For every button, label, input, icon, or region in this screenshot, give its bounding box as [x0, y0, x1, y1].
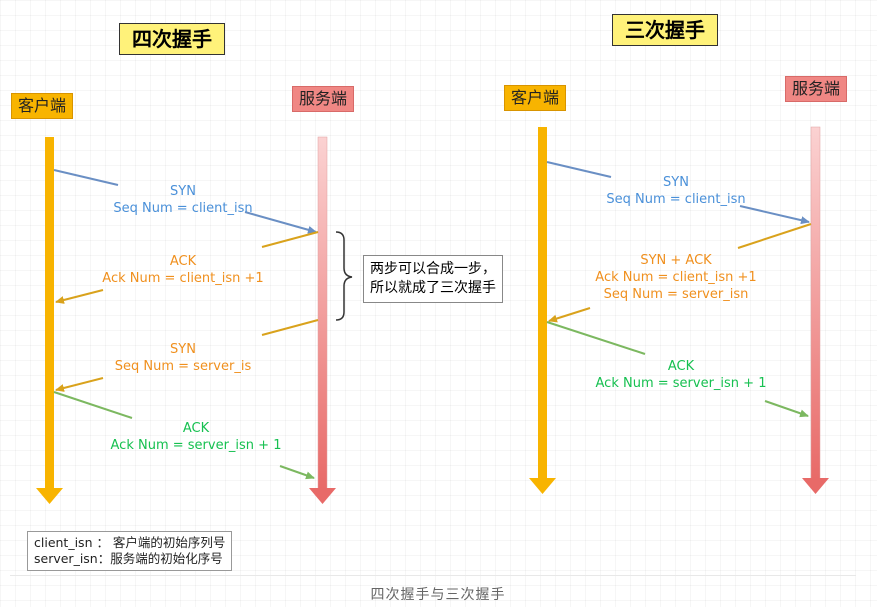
left-ack1-arrow-start: [261, 231, 319, 248]
legend-client-isn: client_isn ： 客户端的初始序列号: [34, 535, 226, 550]
left-syn-seq: Seq Num = client_isn: [113, 201, 253, 216]
right-ack-type: ACK: [667, 359, 695, 374]
left-syn-type: SYN: [170, 184, 196, 199]
right-ack-message: ACK Ack Num = server_isn + 1: [586, 358, 776, 392]
right-client-label: 客户端: [504, 85, 567, 111]
left-ack1-num: Ack Num = client_isn +1: [102, 271, 264, 286]
left-syn-arrow-end: [244, 211, 317, 234]
left-syn2-arrow-end: [55, 377, 104, 392]
left-syn-arrow-start: [53, 169, 119, 186]
caption-divider: [10, 575, 856, 576]
legend-box: client_isn ： 客户端的初始序列号 server_isn：服务端的初始…: [27, 531, 233, 571]
left-ack2-type: ACK: [182, 421, 210, 436]
right-title: 三次握手: [612, 14, 718, 46]
right-ack-num: Ack Num = server_isn + 1: [595, 376, 767, 391]
right-ack-arrow-end: [764, 400, 809, 418]
brace: [335, 231, 353, 321]
legend-server-isn: server_isn：服务端的初始化序号: [34, 551, 223, 566]
right-synack-message: SYN + ACK Ack Num = client_isn +1 Seq Nu…: [581, 252, 771, 303]
right-syn-arrow-end: [739, 205, 810, 225]
left-ack2-num: Ack Num = server_isn + 1: [110, 438, 282, 453]
merge-note-line1: 两步可以合成一步，: [370, 261, 496, 277]
left-ack2-arrow-end: [279, 465, 315, 480]
right-synack-seq: Seq Num = server_isn: [603, 287, 749, 302]
right-synack-arrow-start: [737, 223, 812, 249]
merge-note: 两步可以合成一步， 所以就成了三次握手: [363, 255, 503, 303]
merge-note-line2: 所以就成了三次握手: [370, 280, 496, 296]
right-syn-seq: Seq Num = client_isn: [606, 192, 746, 207]
right-synack-type: SYN + ACK: [640, 253, 712, 268]
right-server-lifeline: [802, 126, 829, 494]
left-syn2-message: SYN Seq Num = server_is: [88, 341, 278, 375]
left-ack2-message: ACK Ack Num = server_isn + 1: [101, 420, 291, 454]
left-server-lifeline: [309, 136, 336, 504]
left-ack2-arrow-start: [53, 391, 133, 419]
right-syn-type: SYN: [663, 175, 689, 190]
left-syn2-type: SYN: [170, 342, 196, 357]
left-ack1-arrow-end: [55, 289, 104, 304]
left-client-lifeline: [36, 137, 63, 504]
left-server-label: 服务端: [292, 86, 355, 112]
right-client-lifeline: [529, 127, 556, 494]
left-client-label: 客户端: [11, 93, 74, 119]
left-title: 四次握手: [119, 23, 225, 55]
left-syn2-arrow-start: [261, 319, 319, 336]
right-server-label: 服务端: [785, 76, 848, 102]
left-syn2-seq: Seq Num = server_is: [114, 359, 252, 374]
right-ack-arrow-start: [546, 321, 646, 355]
left-syn-message: SYN Seq Num = client_isn: [88, 183, 278, 217]
right-syn-arrow-start: [546, 161, 612, 178]
right-synack-arrow-end: [548, 307, 591, 323]
figure-caption: 四次握手与三次握手: [370, 587, 506, 603]
left-ack1-type: ACK: [169, 254, 197, 269]
right-synack-ack: Ack Num = client_isn +1: [595, 270, 757, 285]
left-ack1-message: ACK Ack Num = client_isn +1: [88, 253, 278, 287]
right-syn-message: SYN Seq Num = client_isn: [581, 174, 771, 208]
